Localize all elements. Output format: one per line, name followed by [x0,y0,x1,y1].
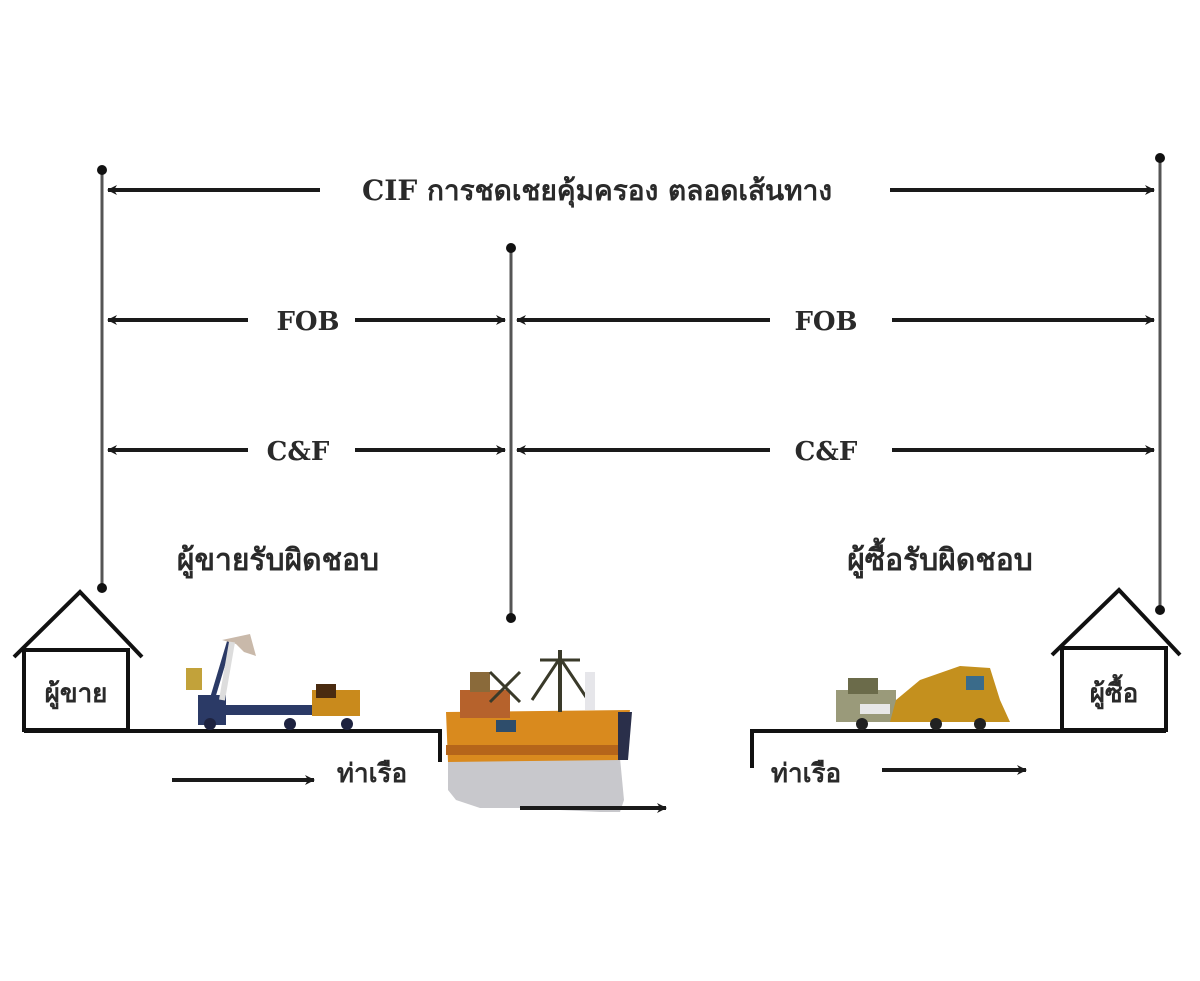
seller-house-icon [12,589,144,732]
cf-span: C&F C&F [107,437,1155,467]
seller-responsible-label: ผู้ขายรับผิดชอบ [177,543,379,579]
cif-label: CIF การชดเชยคุ้มครอง ตลอดเส้นทาง [362,174,832,208]
boundary-line-buyer [1155,153,1165,615]
boundary-line-port [506,243,516,623]
port-right-label: ท่าเรือ [771,759,841,789]
boundary-line-seller [97,165,107,593]
cif-span: CIF การชดเชยคุ้มครอง ตลอดเส้นทาง [107,174,1155,208]
cf-right-label: C&F [795,437,858,467]
fob-left-label: FOB [276,307,339,337]
seller-ground-line [24,729,442,762]
port-left-label: ท่าเรือ [337,759,407,789]
delivery-truck-icon [836,666,1010,730]
buyer-house-label: ผู้ซื้อ [1090,673,1139,710]
buyer-ground-line [750,729,1166,768]
fob-span: FOB FOB [107,307,1155,337]
buyer-responsible-label: ผู้ซื้อรับผิดชอบ [847,537,1033,579]
buyer-house-icon [1050,587,1182,732]
fob-right-label: FOB [794,307,857,337]
crane-truck-icon [186,634,360,730]
cf-left-label: C&F [267,437,330,467]
cargo-ship-icon [446,650,632,812]
seller-house-label: ผู้ขาย [45,679,108,710]
